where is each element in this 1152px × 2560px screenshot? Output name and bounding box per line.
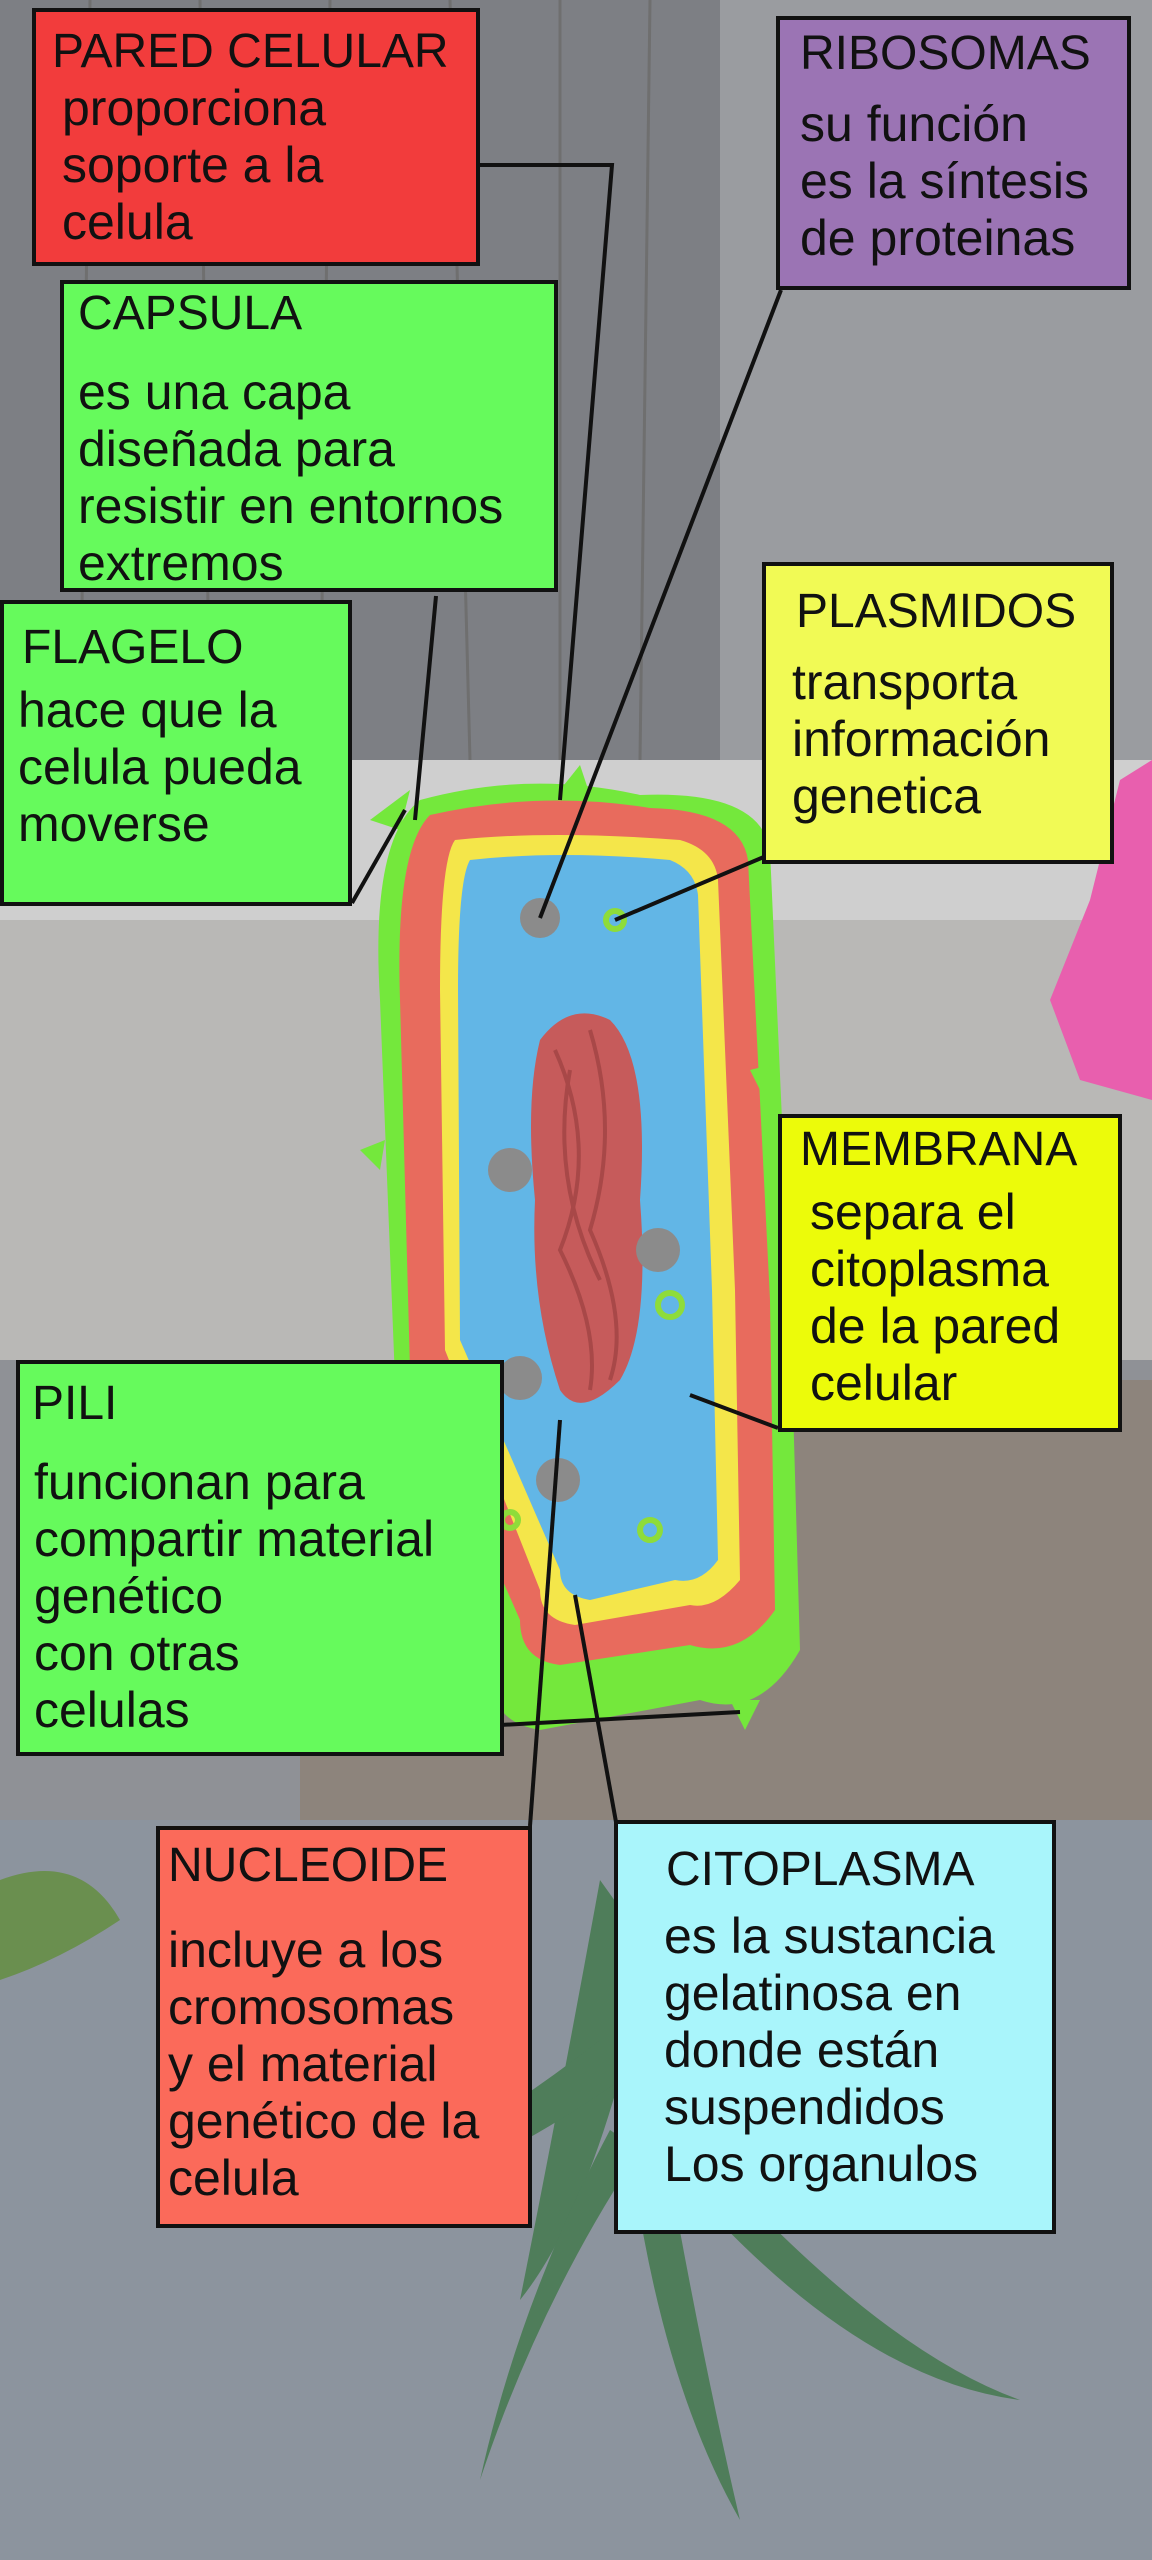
- small-plant: [0, 1871, 120, 1980]
- label-membrana: MEMBRANA separa el citoplasma de la pare…: [778, 1114, 1122, 1432]
- label-description: separa el citoplasma de la pared celular: [810, 1184, 1061, 1411]
- label-description: hace que la celula pueda moverse: [18, 682, 302, 852]
- nucleoid-shape: [531, 1013, 643, 1403]
- label-title: RIBOSOMAS: [800, 27, 1091, 80]
- label-pared-celular: PARED CELULAR proporciona soporte a la c…: [32, 8, 480, 266]
- label-title: MEMBRANA: [800, 1123, 1078, 1176]
- label-description: es una capa diseñada para resistir en en…: [78, 364, 504, 591]
- label-description: incluye a los cromosomas y el material g…: [168, 1922, 480, 2206]
- label-title: CAPSULA: [78, 287, 303, 340]
- label-nucleoide: NUCLEOIDE incluye a los cromosomas y el …: [156, 1826, 532, 2228]
- label-ribosomas: RIBOSOMAS su función es la síntesis de p…: [776, 16, 1131, 290]
- label-title: FLAGELO: [22, 621, 244, 674]
- label-title: PILI: [32, 1377, 118, 1430]
- label-title: NUCLEOIDE: [168, 1839, 449, 1892]
- leader-lines: [350, 163, 783, 1827]
- pink-object: [1050, 760, 1152, 1100]
- label-description: su función es la síntesis de proteinas: [800, 96, 1090, 266]
- label-flagelo: FLAGELO hace que la celula pueda moverse: [0, 600, 352, 906]
- label-description: es la sustancia gelatinosa en donde está…: [664, 1908, 995, 2192]
- label-description: proporciona soporte a la celula: [62, 80, 327, 250]
- label-description: funcionan para compartir material genéti…: [34, 1454, 435, 1738]
- label-description: transporta información genetica: [792, 654, 1051, 824]
- label-capsula: CAPSULA es una capa diseñada para resist…: [60, 280, 558, 592]
- label-title: PARED CELULAR: [52, 25, 449, 78]
- ribosomes: [488, 898, 680, 1502]
- label-title: PLASMIDOS: [796, 585, 1077, 638]
- label-title: CITOPLASMA: [666, 1843, 975, 1896]
- label-pili: PILI funcionan para compartir material g…: [16, 1360, 504, 1756]
- label-plasmidos: PLASMIDOS transporta información genetic…: [762, 562, 1114, 864]
- label-citoplasma: CITOPLASMA es la sustancia gelatinosa en…: [614, 1820, 1056, 2234]
- nucleoid-strands: [553, 1029, 619, 1391]
